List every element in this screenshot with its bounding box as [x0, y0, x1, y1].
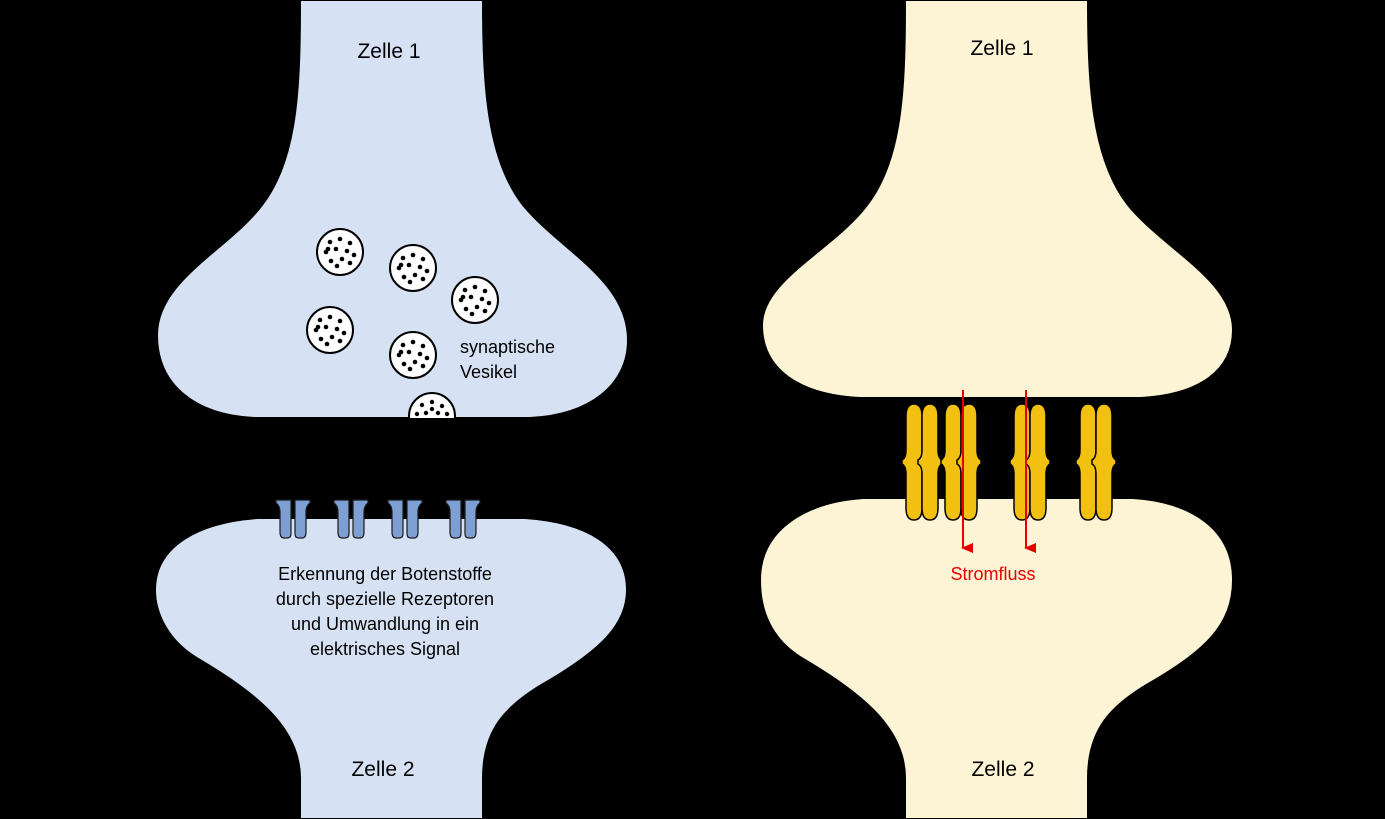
gap-junction-channels [901, 403, 1117, 521]
synaptic-vesicles [306, 228, 499, 379]
current-flow-label: Stromfluss [950, 564, 1035, 584]
presynaptic-cell-1 [155, 0, 630, 419]
vesicle [389, 244, 437, 292]
postsynaptic-cell-2 [153, 517, 629, 819]
gap-junction-channel [901, 403, 943, 521]
vesicle [451, 276, 499, 324]
label-zelle-1: Zelle 1 [357, 40, 420, 63]
receptor [333, 499, 369, 539]
gap-junction-channel [1075, 403, 1117, 521]
vesicle-label-line2: Vesikel [460, 362, 517, 382]
label-zelle-1: Zelle 1 [970, 37, 1033, 60]
receptor-text-line1: Erkennung der Botenstoffe [278, 564, 492, 584]
gap-junction-channel [1009, 403, 1051, 521]
receptor [275, 499, 311, 539]
receptor-text-line3: und Umwandlung in ein [291, 614, 479, 634]
presynaptic-cell-1 [760, 0, 1235, 399]
vesicle [306, 306, 354, 354]
vesicle-label-line1: synaptische [460, 337, 555, 357]
label-zelle-2: Zelle 2 [971, 758, 1034, 781]
receptor [445, 499, 481, 539]
electrical-synapse: Zelle 1 Zelle 2 Stromfluss [758, 0, 1235, 819]
vesicle [316, 228, 364, 276]
gap-junction-channel [940, 403, 982, 521]
label-zelle-2: Zelle 2 [351, 758, 414, 781]
chemical-synapse: Zelle 1 Zelle 2 synaptische Vesikel Erke… [153, 0, 630, 819]
receptor-text-line4: elektrisches Signal [310, 639, 460, 659]
vesicle [389, 331, 437, 379]
postsynaptic-cell-2 [758, 497, 1235, 819]
receptors [275, 499, 481, 539]
receptor-text-line2: durch spezielle Rezeptoren [276, 589, 494, 609]
vesicle-exocytosis [408, 392, 456, 418]
receptor [387, 499, 423, 539]
